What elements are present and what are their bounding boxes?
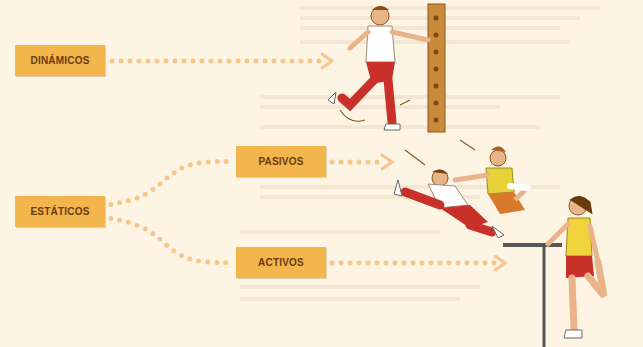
active-figure xyxy=(503,196,604,347)
category-box: ESTÁTICOS xyxy=(15,196,105,227)
dynamic-figure xyxy=(328,4,445,132)
category-box: PASIVOS xyxy=(236,146,326,177)
arrow-heads xyxy=(322,54,505,270)
passive-figures xyxy=(394,140,528,238)
category-label: PASIVOS xyxy=(258,156,303,167)
category-label: DINÁMICOS xyxy=(30,55,89,66)
category-label: ESTÁTICOS xyxy=(30,206,89,217)
category-box: ACTIVOS xyxy=(236,247,326,278)
category-label: ACTIVOS xyxy=(258,257,304,268)
dotted-connector xyxy=(111,162,230,205)
dotted-connector xyxy=(111,219,230,263)
category-box: DINÁMICOS xyxy=(15,45,105,76)
